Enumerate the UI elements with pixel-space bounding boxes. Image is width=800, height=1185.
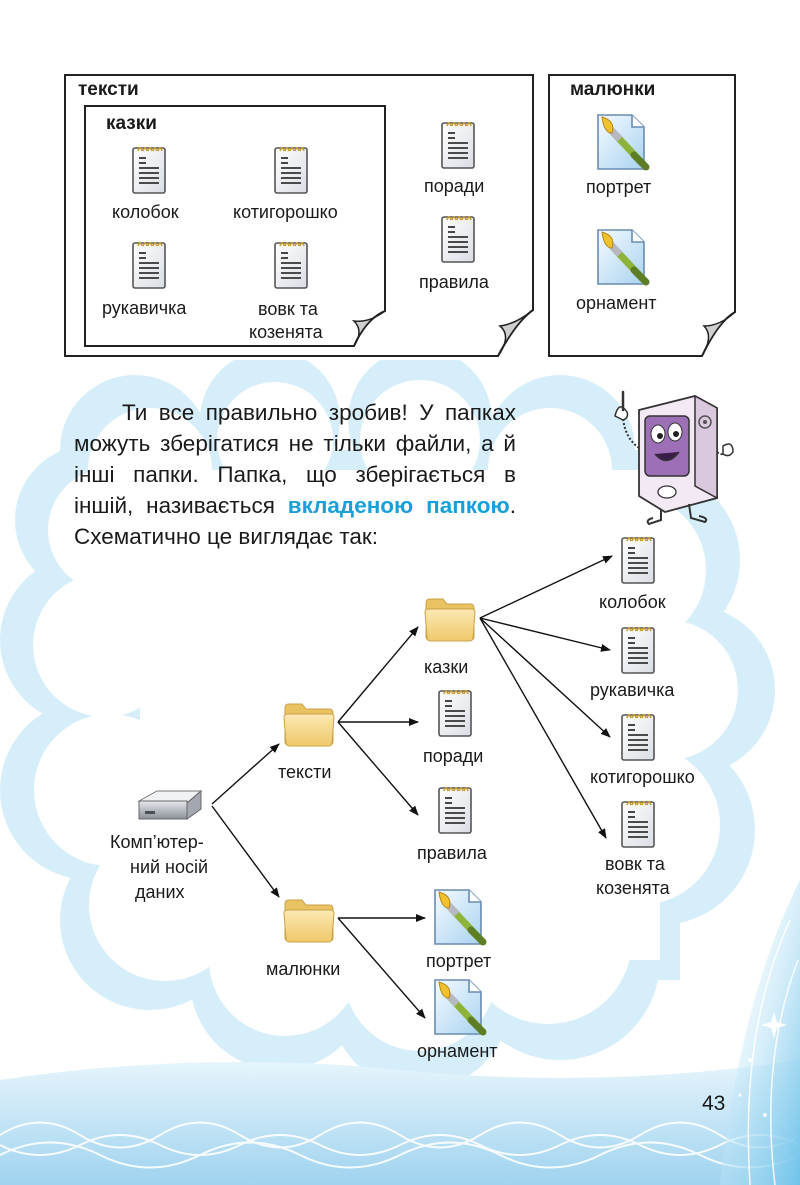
pictures-folder-box: малюнки [548,74,736,358]
folder-icon [282,700,336,748]
file-label-kolobok-diagram: колобок [599,592,666,612]
file-label-wolf-line2: козенята [249,322,323,342]
texts-box-title: тексти [78,79,139,100]
folder-label-texts: тексти [278,762,332,782]
document-icon [620,797,656,849]
drive-label-line3: даних [135,882,185,902]
page-number: 43 [702,1092,726,1115]
file-label-tips-diagram: поради [423,746,484,766]
drive-icon [137,789,203,820]
pictures-box-title: малюнки [570,79,656,100]
file-label-rules-diagram: правила [417,843,487,863]
folder-label-tales: казки [424,657,469,677]
document-icon [620,710,656,762]
drive-label-line2: ний носій [130,857,209,877]
tales-box-title: казки [106,113,157,134]
folder-icon [423,595,477,643]
picture-icon [431,978,489,1040]
document-icon [620,533,656,585]
file-label-wolf-diagram-line1: вовк та [605,854,665,874]
document-icon [437,686,473,738]
picture-icon [431,888,489,950]
computer-mascot [614,390,734,526]
file-label-kotyhoroshko-diagram: котигорошко [590,767,695,787]
bottom-wave-decoration [0,1060,800,1185]
file-label-ornament: орнамент [576,293,657,313]
corner-sparkle-decoration [720,880,800,1185]
file-label-kolobok: колобок [112,202,179,222]
file-label-wolf-line1: вовк та [258,299,318,319]
folder-label-pictures: малюнки [266,959,341,979]
file-label-wolf-diagram-line2: козенята [596,878,670,898]
file-label-portrait-diagram: портрет [426,951,492,971]
pictures-box-frame [548,74,736,357]
file-label-mitten-diagram: рукавичка [590,680,675,700]
folder-icon [282,896,336,944]
drive-label-line1: Комп’ютер- [110,832,204,852]
file-label-kotyhoroshko: котигорошко [233,202,338,222]
file-label-rules: правила [419,272,489,292]
nested-folder-term: вкла­деною папкою [287,493,510,518]
intro-paragraph: Ти все правильно зробив! У пап­ках можут… [74,397,516,552]
document-icon [437,783,473,835]
file-label-portrait: портрет [586,177,652,197]
file-label-tips: поради [424,176,485,196]
file-label-mitten: рукавичка [102,298,187,318]
intro-text-part2: . Схематично це ви­глядає так: [74,493,516,549]
document-icon [620,623,656,675]
file-label-ornament-diagram: орнамент [417,1041,498,1061]
intro-text-part1: Ти все правильно зробив! У пап­ках можут… [74,400,516,518]
